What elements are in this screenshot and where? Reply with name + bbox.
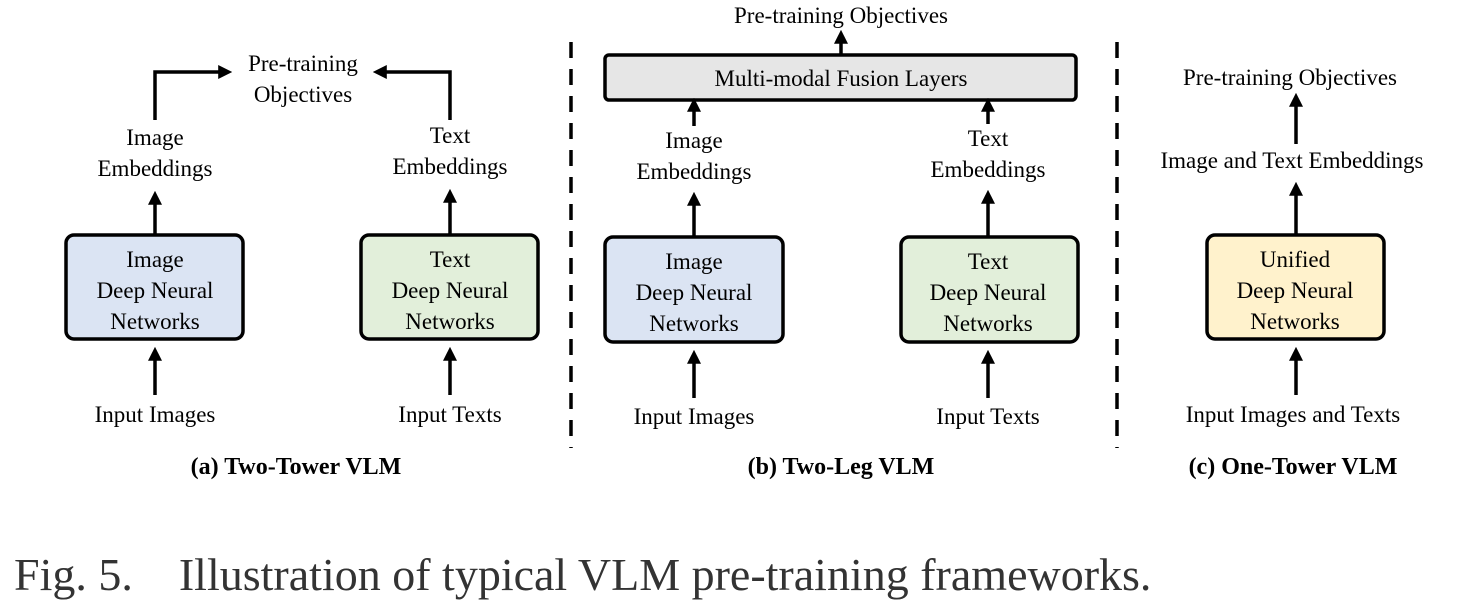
text-dnn-line1: Text [968,249,1009,274]
objectives-label: Pre-training Objectives [1183,65,1397,90]
image-dnn-line2: Deep Neural [97,278,214,303]
figure-caption: Fig. 5. Illustration of typical VLM pre-… [14,549,1152,600]
panel-c-caption: (c) One-Tower VLM [1189,454,1398,480]
fusion-layers-box [603,53,1078,102]
panel-one-tower: Pre-training Objectives Image and Text E… [1160,65,1423,480]
text-dnn-line1: Text [430,247,471,272]
text-dnn-line3: Networks [943,311,1032,336]
embeddings-label: Image and Text Embeddings [1160,148,1423,173]
text-dnn-box [359,233,540,341]
image-embeddings-line1: Image [126,125,183,150]
panel-two-tower: Pre-training Objectives Image Embeddings… [64,51,540,480]
input-texts-label: Input Texts [398,402,501,427]
image-to-objectives-arrow [153,65,233,120]
input-images-label: Input Images [634,404,755,429]
input-images-label: Input Images [95,402,216,427]
image-dnn-line1: Image [126,247,183,272]
text-dnn-line2: Deep Neural [392,278,509,303]
image-dnn-box [603,235,785,344]
panel-b-caption: (b) Two-Leg VLM [748,454,935,480]
text-embeddings-line2: Embeddings [931,157,1046,182]
text-dnn-box [899,235,1080,344]
objectives-label-line1: Pre-training [248,51,358,76]
objectives-label-line2: Objectives [254,82,352,107]
unified-dnn-box [1205,233,1386,341]
image-embeddings-line1: Image [665,128,722,153]
text-dnn-line2: Deep Neural [930,280,1047,305]
image-dnn-line1: Image [665,249,722,274]
text-embeddings-line1: Text [968,126,1009,151]
unified-dnn-line3: Networks [1250,309,1339,334]
image-dnn-line3: Networks [649,311,738,336]
image-dnn-box [64,233,245,341]
input-texts-label: Input Texts [936,404,1039,429]
unified-dnn-line1: Unified [1260,247,1331,272]
vlm-frameworks-diagram: Pre-training Objectives Image Embeddings… [64,3,1424,480]
objectives-label: Pre-training Objectives [734,3,948,28]
unified-dnn-line2: Deep Neural [1237,278,1354,303]
text-embeddings-line2: Embeddings [393,154,508,179]
panel-a-caption: (a) Two-Tower VLM [191,454,402,480]
image-dnn-line3: Networks [110,309,199,334]
input-label: Input Images and Texts [1186,402,1401,427]
text-embeddings-line1: Text [430,123,471,148]
text-to-objectives-arrow [372,65,452,120]
image-embeddings-line2: Embeddings [637,159,752,184]
fusion-layers-label: Multi-modal Fusion Layers [715,66,968,91]
image-embeddings-line2: Embeddings [98,156,213,181]
panel-two-leg: Pre-training Objectives Multi-modal Fusi… [603,3,1080,480]
text-dnn-line3: Networks [405,309,494,334]
image-dnn-line2: Deep Neural [636,280,753,305]
